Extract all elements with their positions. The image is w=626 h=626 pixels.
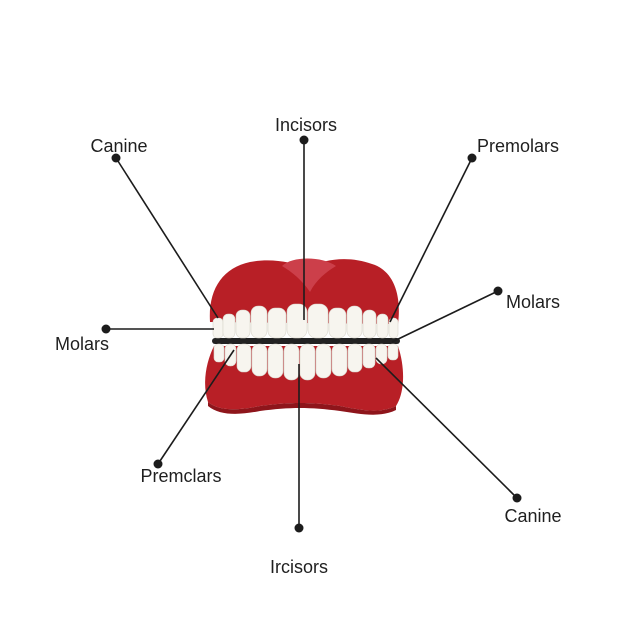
upper-molar-left-2 xyxy=(222,313,236,339)
upper-premolar-right xyxy=(362,309,377,339)
upper-incisor-3 xyxy=(307,303,329,339)
dot-incisors-top xyxy=(299,135,309,145)
lower-incisor-3 xyxy=(299,343,316,381)
upper-canine-left xyxy=(250,305,268,339)
lower-premolar-left xyxy=(236,343,252,373)
label-premolars-bottom-left: Premclars xyxy=(140,466,221,486)
dot-canine-top-left xyxy=(111,153,121,163)
label-incisors-top: Incisors xyxy=(275,115,337,135)
leader-canine-bottom-right xyxy=(375,357,518,499)
label-premolars-top-right: Premolars xyxy=(477,136,559,156)
leader-molars-right xyxy=(391,290,499,343)
dot-premolars-bottom-left xyxy=(153,459,163,469)
dot-molars-right xyxy=(493,286,503,296)
upper-molar-left-1 xyxy=(212,317,224,339)
bite-gap xyxy=(212,338,400,344)
dot-canine-bottom-right xyxy=(512,493,522,503)
lower-molar-left-1 xyxy=(213,343,225,363)
label-canine-bottom-right: Canine xyxy=(504,506,561,526)
leader-lines xyxy=(101,135,522,533)
leader-premolars-top-right xyxy=(389,157,473,323)
lower-canine-left xyxy=(251,343,268,377)
lower-canine-right xyxy=(331,343,348,377)
lower-molar-right-2 xyxy=(375,343,388,365)
upper-teeth xyxy=(212,303,399,339)
upper-molar-right-2 xyxy=(388,317,399,339)
lower-gum-shade xyxy=(208,402,396,415)
leader-premolars-bottom-left xyxy=(157,349,235,465)
dot-incisors-bottom xyxy=(294,523,304,533)
palate xyxy=(282,258,336,292)
label-incisors-bottom: Ircisors xyxy=(270,557,328,577)
lower-premolar-right xyxy=(347,343,363,373)
lower-molar-right-3 xyxy=(387,343,399,361)
label-molars-left: Molars xyxy=(55,334,109,354)
label-molars-right: Molars xyxy=(506,292,560,312)
jaw-illustration xyxy=(205,258,404,415)
upper-premolar-left xyxy=(235,309,251,339)
lower-incisor-2 xyxy=(283,343,300,381)
labels: Incisors Canine Premolars Molars Molars … xyxy=(55,115,562,577)
label-canine-top-left: Canine xyxy=(90,136,147,156)
lower-molar-right-1 xyxy=(362,343,376,369)
dot-premolars-top-right xyxy=(467,153,477,163)
lower-incisor-4 xyxy=(315,343,332,379)
upper-incisor-2 xyxy=(286,303,308,339)
lower-incisor-1 xyxy=(267,343,284,379)
dot-molars-left xyxy=(101,324,111,334)
upper-incisor-4 xyxy=(328,307,347,339)
upper-molar-right-1 xyxy=(376,313,389,339)
leader-canine-top-left xyxy=(115,157,219,319)
upper-canine-right xyxy=(346,305,363,339)
upper-incisor-1 xyxy=(267,307,287,339)
